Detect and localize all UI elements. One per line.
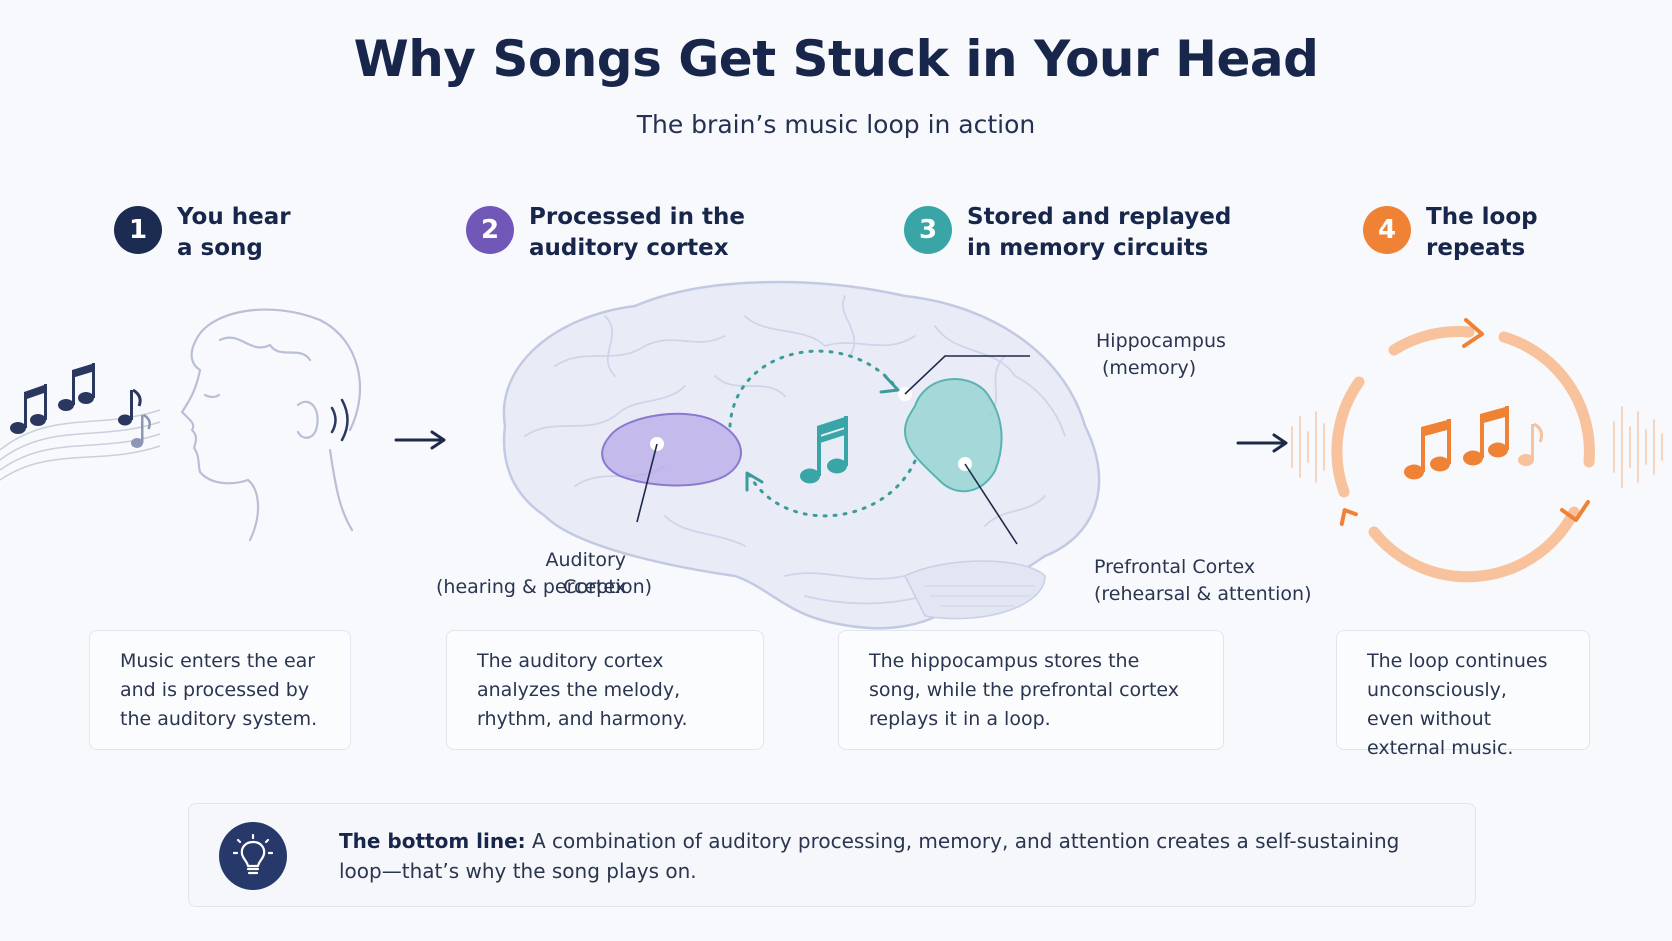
bottom-line-text: The bottom line: A combination of audito… <box>339 826 1439 886</box>
step-3-title: Stored and replayed in memory circuits <box>967 204 1232 261</box>
step-2-heading: 2 Processed in the auditory cortex <box>466 204 745 264</box>
person-listening-icon <box>0 308 362 542</box>
arrow-right-icon <box>1236 433 1288 453</box>
bottom-line-panel: The bottom line: A combination of audito… <box>188 803 1476 907</box>
step-4-title: The loop repeats <box>1426 204 1538 261</box>
lightbulb-icon <box>219 822 287 890</box>
prefrontal-cortex-label: Prefrontal Cortex (rehearsal & attention… <box>1094 554 1311 608</box>
bottom-line-lead: The bottom line: <box>339 829 526 853</box>
arrow-right-icon <box>394 430 446 450</box>
hippocampus-note: (memory) <box>1102 357 1197 379</box>
hippocampus-name: Hippocampus <box>1096 330 1226 352</box>
step-3-heading: 3 Stored and replayed in memory circuits <box>904 204 1231 264</box>
step-1-title: You hear a song <box>177 204 291 261</box>
step-4-heading: 4 The loop repeats <box>1363 204 1538 264</box>
auditory-cortex-label: Auditory Cortex <box>480 547 626 601</box>
step-4-card: The loop continues unconsciously, even w… <box>1336 630 1590 759</box>
step-1-number: 1 <box>114 206 162 254</box>
step-2-card: The auditory cortex analyzes the melody,… <box>446 630 764 750</box>
step-1-card: Music enters the ear and is processed by… <box>89 630 351 750</box>
step-4-number: 4 <box>1363 206 1411 254</box>
bottom-line-body: A combination of auditory processing, me… <box>339 829 1400 883</box>
prefrontal-cortex-note: (rehearsal & attention) <box>1094 583 1312 605</box>
step-2-number: 2 <box>466 206 514 254</box>
auditory-cortex-name: Auditory Cortex <box>545 549 626 598</box>
step-2-title: Processed in the auditory cortex <box>529 204 745 261</box>
loop-arrows-icon <box>1291 318 1663 583</box>
step-3-card: The hippocampus stores the song, while t… <box>838 630 1224 750</box>
step-1-heading: 1 You hear a song <box>114 204 291 264</box>
auditory-cortex-note: (hearing & perception) <box>436 576 653 598</box>
page-subtitle: The brain’s music loop in action <box>636 110 1036 139</box>
page-title: Why Songs Get Stuck in Your Head <box>353 30 1319 88</box>
prefrontal-cortex-name: Prefrontal Cortex <box>1094 556 1256 578</box>
step-3-number: 3 <box>904 206 952 254</box>
hippocampus-label: Hippocampus (memory) <box>1096 328 1226 382</box>
brain-icon <box>502 280 1101 630</box>
